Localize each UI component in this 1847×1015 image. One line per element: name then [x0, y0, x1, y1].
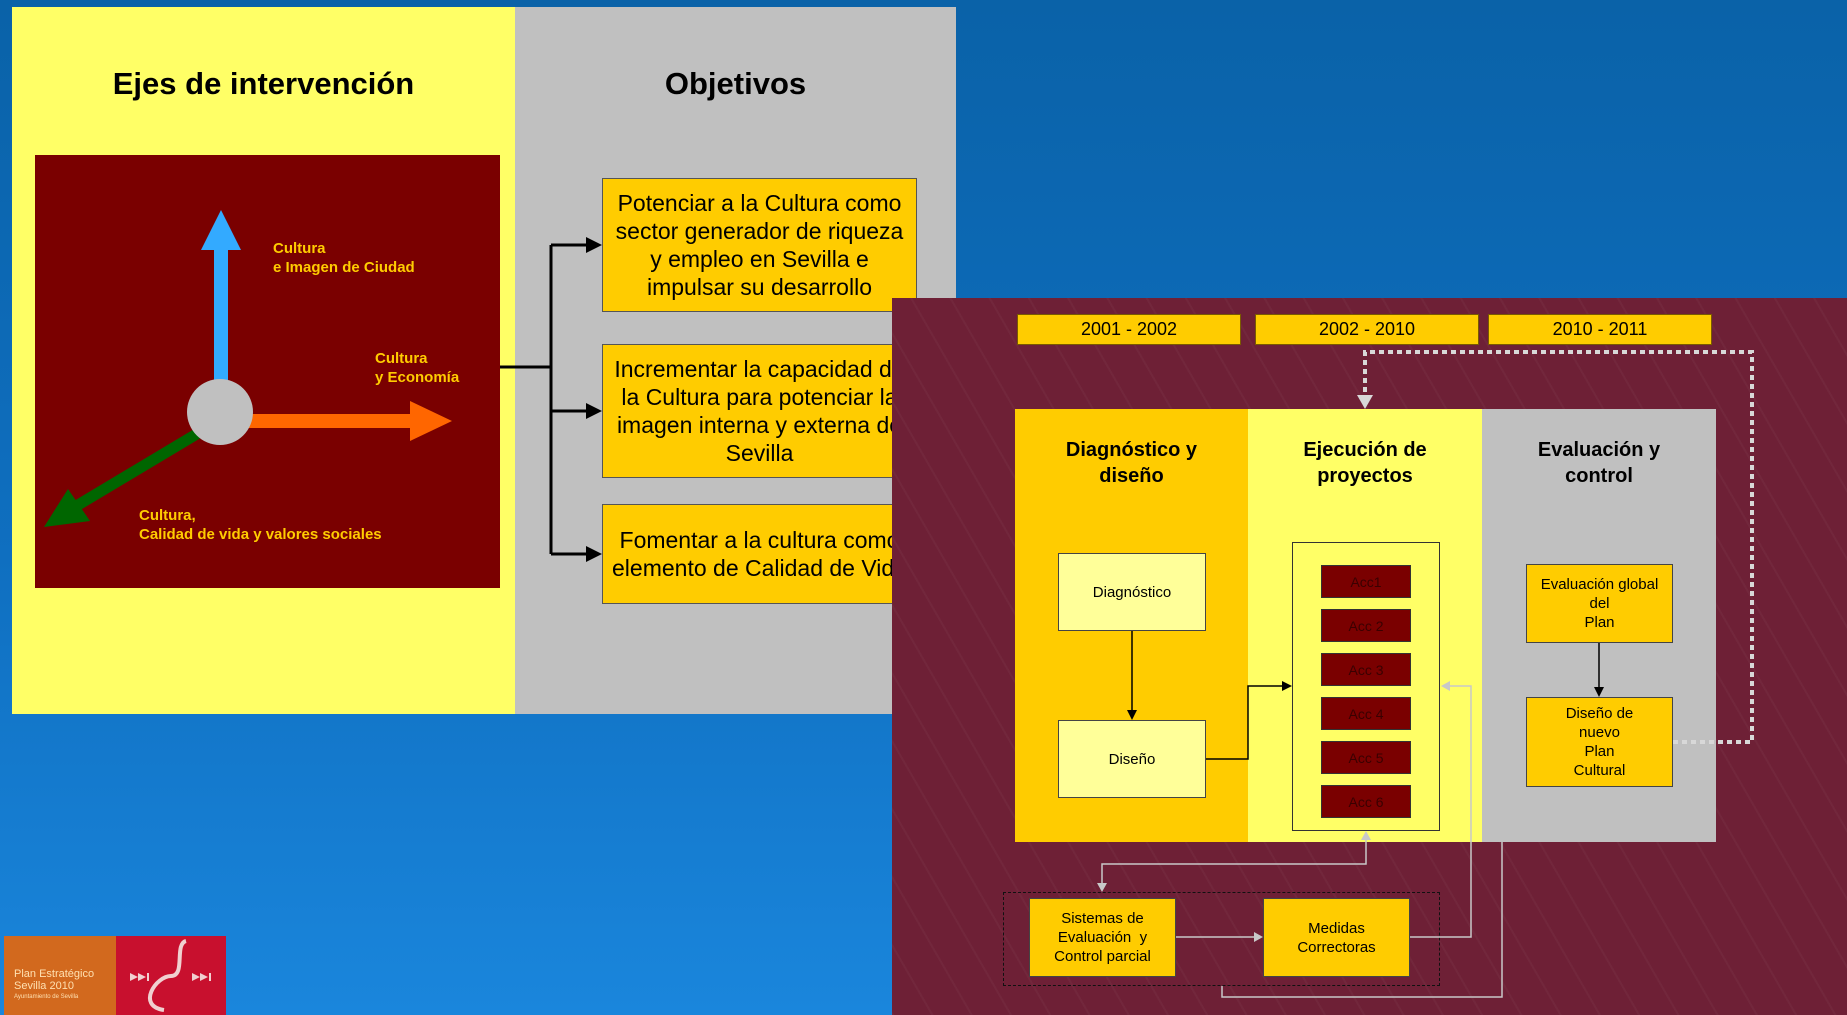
column-title-1: Diagnóstico y diseño	[1065, 439, 1198, 487]
objective-1: Potenciar a la Cultura como sector gener…	[602, 178, 917, 312]
sistemas-box: Sistemas de Evaluación y Control parcial	[1029, 898, 1176, 977]
axis-diag-head	[44, 489, 90, 527]
axes-origin	[187, 379, 253, 445]
year-3: 2010 - 2011	[1488, 314, 1712, 345]
diseno-nuevo-box: Diseño de nuevo Plan Cultural	[1526, 697, 1673, 787]
axes-heading: Ejes de intervención	[112, 66, 415, 101]
axis-diag-label: Cultura, Calidad de vida y valores socia…	[139, 507, 382, 543]
diagnostico-box: Diagnóstico	[1058, 553, 1206, 631]
axis-right-shaft	[240, 414, 410, 428]
axis-right-label: Cultura y Economía	[375, 350, 460, 386]
column-title-2: Ejecución de proyectos	[1303, 439, 1427, 487]
year-1: 2001 - 2002	[1017, 314, 1241, 345]
logo-title: Plan Estratégico Sevilla 2010	[14, 968, 95, 992]
logo-emblem	[116, 936, 226, 1015]
accion-3: Acc 3	[1321, 653, 1411, 686]
logo-plan-estrategico: Plan Estratégico Sevilla 2010 Ayuntamien…	[4, 936, 116, 1015]
accion-6: Acc 6	[1321, 785, 1411, 818]
acciones-container	[1292, 542, 1440, 831]
axis-up-head	[201, 210, 241, 250]
accion-1: Acc1	[1321, 565, 1411, 598]
axis-diag-shaft	[75, 427, 203, 510]
objectives-heading: Objetivos	[664, 66, 807, 101]
year-2: 2002 - 2010	[1255, 314, 1479, 345]
objective-3: Fomentar a la cultura como elemento de C…	[602, 504, 917, 604]
control-group	[1003, 892, 1440, 986]
diseno-box: Diseño	[1058, 720, 1206, 798]
medidas-box: Medidas Correctoras	[1263, 898, 1410, 977]
accion-2: Acc 2	[1321, 609, 1411, 642]
axis-right-head	[410, 401, 452, 441]
accion-4: Acc 4	[1321, 697, 1411, 730]
logo-subtitle: Ayuntamiento de Sevilla	[14, 994, 79, 1000]
objective-2: Incrementar la capacidad de la Cultura p…	[602, 344, 917, 478]
axis-up-shaft	[214, 245, 228, 385]
evaluacion-global-box: Evaluación global del Plan	[1526, 564, 1673, 643]
logo-s-icon	[130, 939, 211, 1012]
axis-up-label: Cultura e Imagen de Ciudad	[273, 240, 415, 276]
axes-diagram	[35, 155, 500, 588]
column-title-3: Evaluación y control	[1537, 439, 1661, 487]
accion-5: Acc 5	[1321, 741, 1411, 774]
